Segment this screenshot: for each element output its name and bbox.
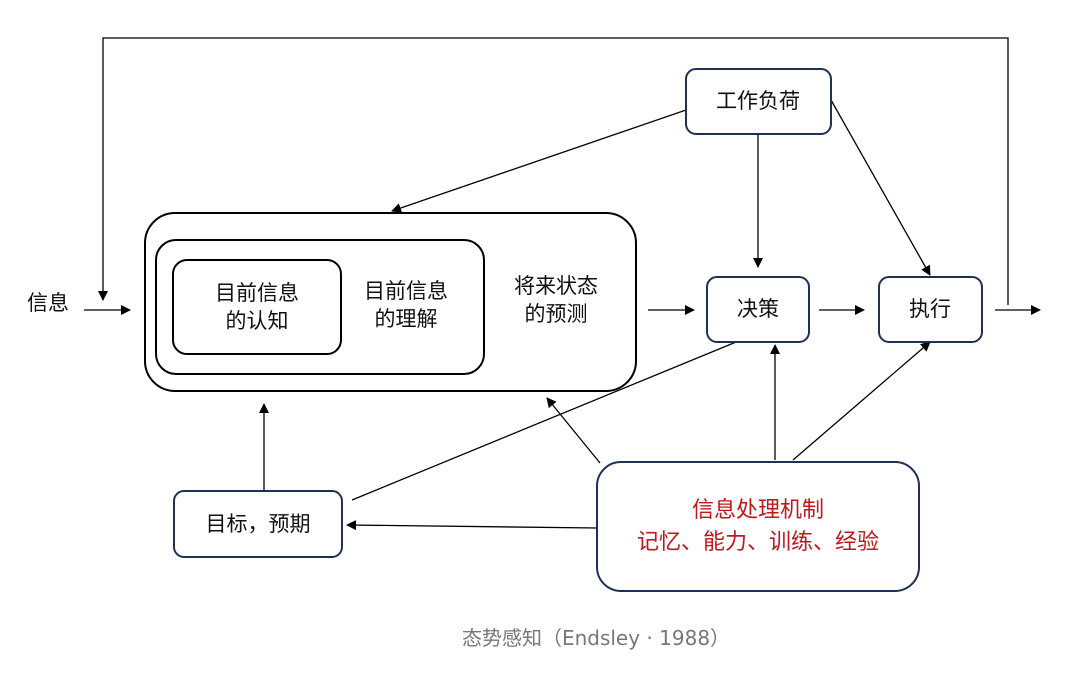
mechanism-to-sa-arrow xyxy=(546,397,601,464)
perception-line-1: 目前信息 xyxy=(215,281,299,305)
mechanism-to-goals-arrow xyxy=(346,520,598,531)
perception-line-2: 的认知 xyxy=(225,309,289,333)
feedback-loop-arrow xyxy=(98,37,1009,305)
projection-line-2: 的预测 xyxy=(524,302,588,326)
perception-label: 目前信息 的认知 xyxy=(215,279,299,335)
comprehension-line-2: 的理解 xyxy=(374,307,438,331)
decision-label: 决策 xyxy=(737,297,779,321)
workload-to-sa-arrow xyxy=(391,109,687,213)
projection-line-1: 将来状态 xyxy=(514,274,598,298)
mechanism-box xyxy=(596,461,920,592)
goals-to-decision-arrow xyxy=(351,331,759,501)
mechanism-label: 信息处理机制 记忆、能力、训练、经验 xyxy=(637,495,879,559)
decision-box xyxy=(706,276,810,343)
info-input-label: 信息 xyxy=(27,291,69,315)
workload-box xyxy=(685,68,832,135)
workload-label: 工作负荷 xyxy=(716,89,800,113)
workload-to-execution-arrow xyxy=(830,99,931,276)
mechanism-line-1: 信息处理机制 xyxy=(691,498,825,523)
mechanism-line-2: 记忆、能力、训练、经验 xyxy=(636,530,880,555)
execution-box xyxy=(878,276,983,343)
goals-label: 目标，预期 xyxy=(205,512,311,536)
comprehension-label: 目前信息 的理解 xyxy=(364,277,448,333)
comprehension-line-1: 目前信息 xyxy=(364,279,448,303)
goals-box xyxy=(173,490,343,558)
projection-label: 将来状态 的预测 xyxy=(514,272,598,328)
execution-label: 执行 xyxy=(909,297,951,321)
perception-box xyxy=(172,259,342,355)
mechanism-to-execution-arrow xyxy=(792,341,931,461)
caption: 态势感知（Endsley · 1988） xyxy=(461,626,731,650)
